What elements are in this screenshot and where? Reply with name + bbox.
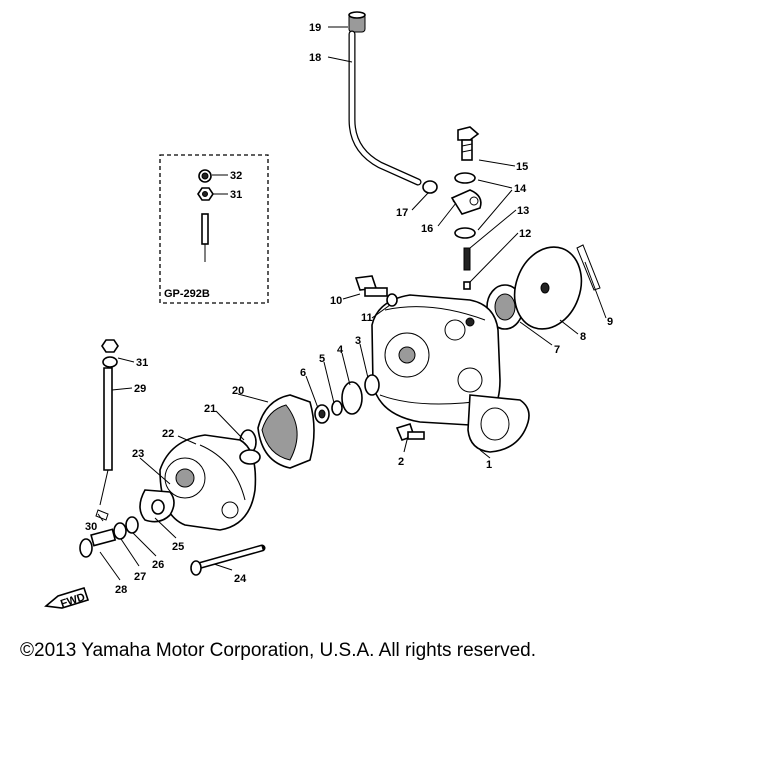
callout-7: 7 xyxy=(554,344,560,356)
callout-26: 26 xyxy=(152,559,164,571)
leader-lines xyxy=(97,26,607,581)
callout-18: 18 xyxy=(309,52,321,64)
callout-20: 20 xyxy=(232,385,244,397)
callout-6: 6 xyxy=(300,367,306,379)
callout-23: 23 xyxy=(132,448,144,460)
callout-13: 13 xyxy=(517,205,529,217)
callout-12: 12 xyxy=(519,228,531,240)
bolt-and-washers xyxy=(79,509,139,558)
copyright-notice: ©2013 Yamaha Motor Corporation, U.S.A. A… xyxy=(20,640,536,661)
callout-15: 15 xyxy=(516,161,528,173)
callout-3: 3 xyxy=(355,335,361,347)
oil-pipe-assembly xyxy=(348,11,482,290)
pump-rotor-20 xyxy=(239,394,315,469)
callout-17: 17 xyxy=(396,207,408,219)
callout-9: 9 xyxy=(607,316,613,328)
callout-29: 29 xyxy=(134,383,146,395)
callout-1: 1 xyxy=(486,459,492,471)
seal-and-cover xyxy=(486,244,601,330)
inset-nut-31 xyxy=(197,187,214,201)
callout-24: 24 xyxy=(234,573,247,585)
stud-29 xyxy=(99,339,119,506)
pump-housing xyxy=(354,275,530,453)
inset-label: GP-292B xyxy=(164,288,210,300)
callouts: 19 18 15 14 13 12 16 17 10 11 7 8 9 3 4 … xyxy=(85,22,613,596)
callout-4: 4 xyxy=(337,344,344,356)
shaft-parts xyxy=(314,374,380,424)
callout-32: 32 xyxy=(230,170,242,182)
inset-box: GP-292B 32 31 xyxy=(159,154,269,304)
fwd-arrow-icon: FWD xyxy=(44,587,90,610)
callout-5: 5 xyxy=(319,353,325,365)
exploded-parts-diagram: GP-292B 32 31 xyxy=(44,11,613,610)
left-housing-22 xyxy=(139,434,261,531)
callout-10: 10 xyxy=(330,295,342,307)
callout-19: 19 xyxy=(309,22,321,34)
callout-28: 28 xyxy=(115,584,127,596)
callout-31-inset: 31 xyxy=(230,189,242,201)
callout-16: 16 xyxy=(421,223,433,235)
inset-nut-32 xyxy=(198,169,212,183)
callout-30: 30 xyxy=(85,521,97,533)
callout-2: 2 xyxy=(398,456,404,468)
callout-14: 14 xyxy=(514,183,527,195)
callout-21: 21 xyxy=(204,403,216,415)
callout-22: 22 xyxy=(162,428,174,440)
long-bolt-24 xyxy=(190,544,266,576)
callout-11: 11 xyxy=(361,312,373,324)
callout-31: 31 xyxy=(136,357,148,369)
inset-stud xyxy=(201,213,209,245)
callout-8: 8 xyxy=(580,331,586,343)
callout-25: 25 xyxy=(172,541,184,553)
callout-27: 27 xyxy=(134,571,146,583)
